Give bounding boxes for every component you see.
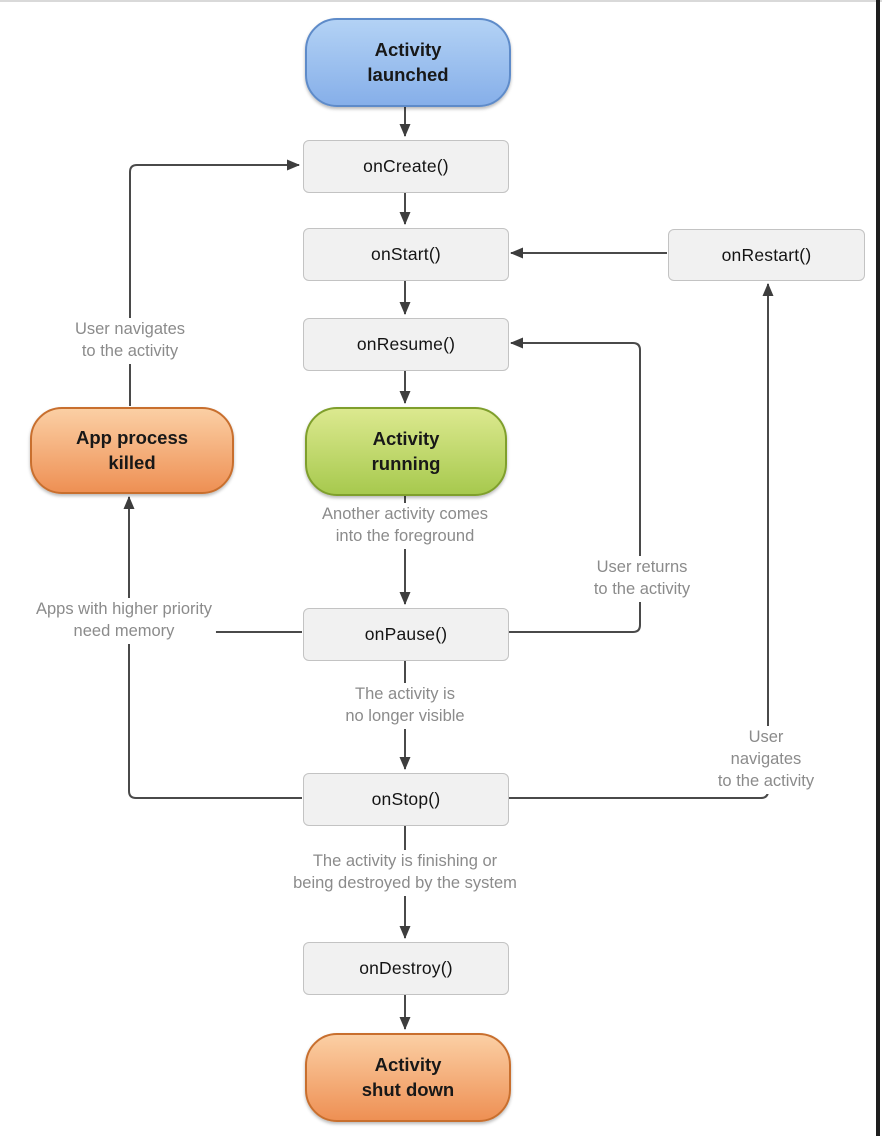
node-onresume-label: onResume() (356, 334, 456, 354)
label-user-navigates-right: User navigates to the activity (708, 726, 824, 794)
node-onrestart: onRestart() (668, 229, 865, 281)
node-activity-running: Activity running (305, 407, 507, 496)
label-user-returns: User returns to the activity (589, 556, 695, 602)
node-ondestroy: onDestroy() (303, 942, 509, 995)
node-oncreate: onCreate() (303, 140, 509, 193)
edge-onpause-onresume (508, 337, 641, 633)
node-onstop: onStop() (303, 773, 509, 826)
node-ondestroy-label: onDestroy() (359, 958, 453, 978)
edge-killed-oncreate (129, 159, 300, 406)
node-onstart: onStart() (303, 228, 509, 281)
node-activity-running-label: Activity running (371, 428, 441, 474)
node-activity-launched: Activity launched (305, 18, 511, 107)
window-right-border (876, 0, 880, 1136)
node-onpause-label: onPause() (364, 624, 448, 644)
node-onresume: onResume() (303, 318, 509, 371)
node-onstop-label: onStop() (371, 789, 441, 809)
label-higher-priority: Apps with higher priority need memory (31, 598, 217, 644)
node-onpause: onPause() (303, 608, 509, 661)
node-activity-launched-label: Activity launched (367, 39, 449, 85)
label-another-activity: Another activity comes into the foregrou… (318, 503, 492, 549)
label-user-navigates-left: User navigates to the activity (70, 318, 190, 364)
edge-onstop-onrestart (508, 283, 774, 799)
node-app-process-killed-label: App process killed (75, 427, 189, 473)
node-app-process-killed: App process killed (30, 407, 234, 494)
window-top-border (0, 0, 882, 2)
node-onstart-label: onStart() (371, 244, 441, 264)
edge-onstop-killed (123, 496, 302, 799)
label-no-longer-visible: The activity is no longer visible (341, 683, 469, 729)
node-onrestart-label: onRestart() (721, 244, 812, 265)
label-finishing: The activity is finishing or being destr… (289, 850, 521, 896)
node-oncreate-label: onCreate() (363, 156, 449, 176)
node-activity-shut-down: Activity shut down (305, 1033, 511, 1122)
node-activity-shut-down-label: Activity shut down (361, 1054, 455, 1100)
